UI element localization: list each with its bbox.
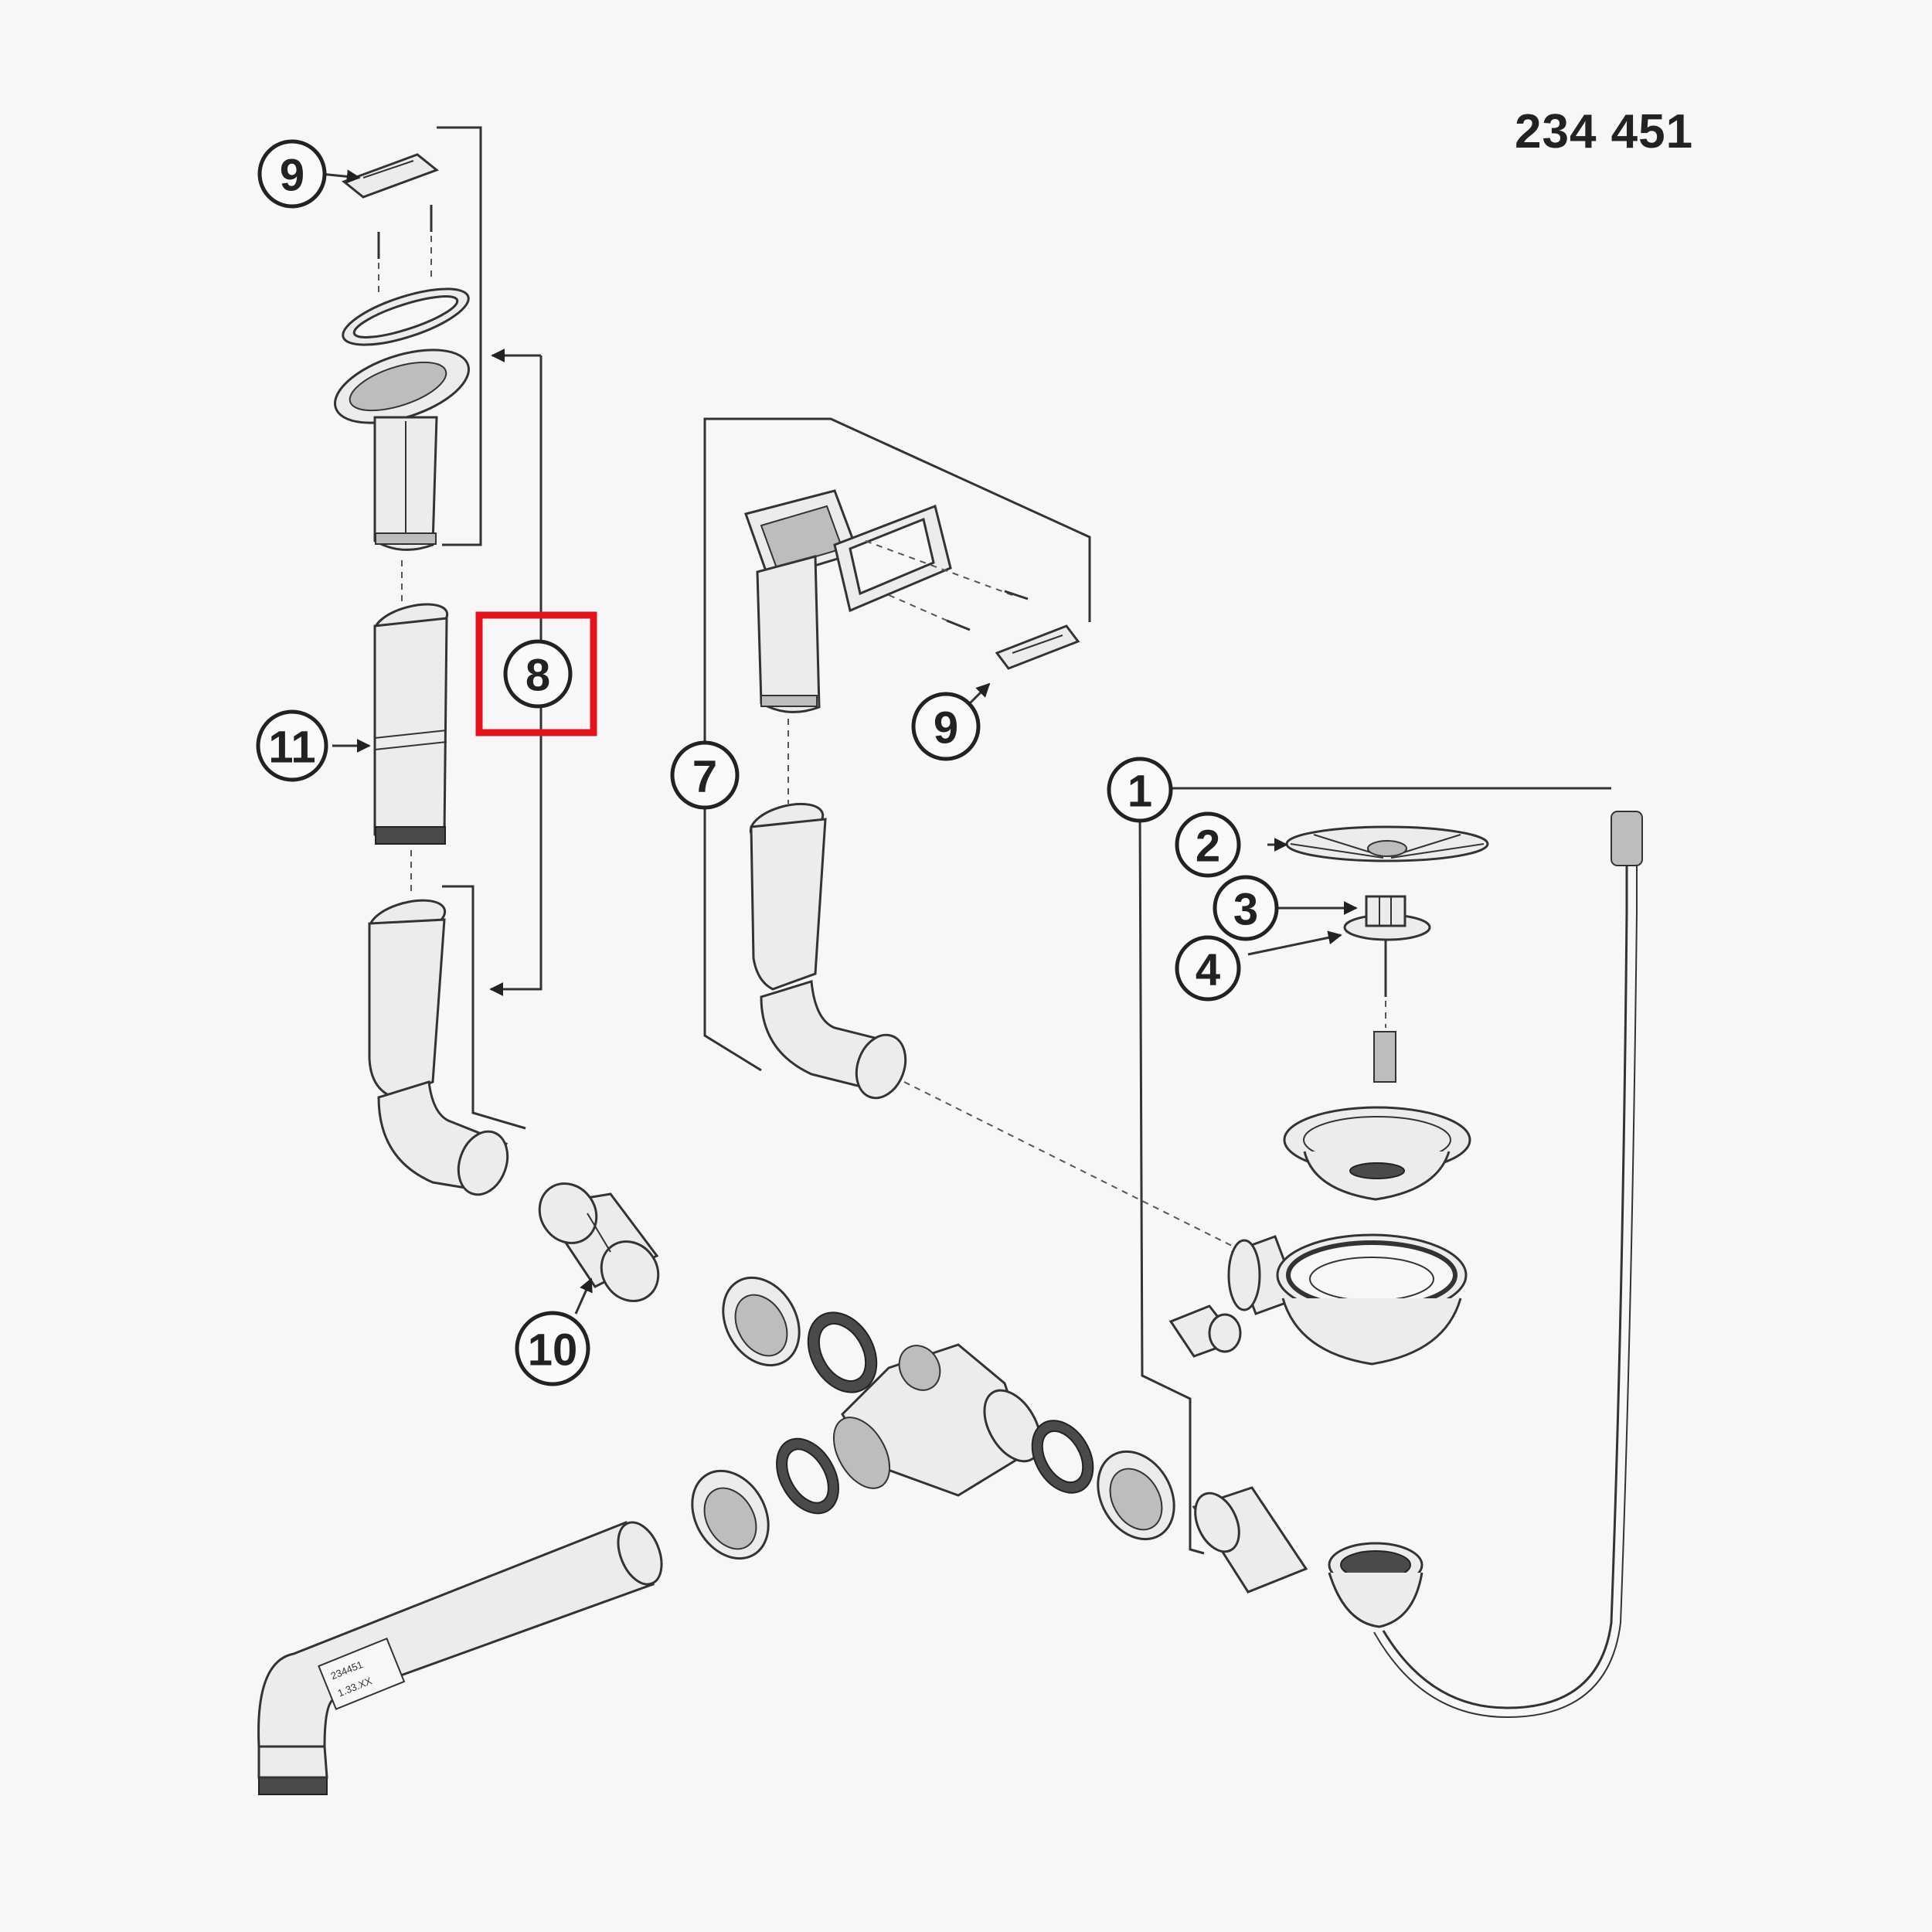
callout-9-middle-label: 9 xyxy=(934,703,958,753)
left-overflow-assembly xyxy=(334,126,543,1196)
ring-right xyxy=(1031,1420,1094,1494)
overflow-head-middle xyxy=(744,489,859,713)
callout-3[interactable]: 3 xyxy=(1213,875,1279,941)
bracket-1-side xyxy=(1138,811,1205,1555)
ring-lower-left xyxy=(776,1437,839,1515)
strainer-basket xyxy=(1283,1106,1471,1201)
pipe-coupler xyxy=(538,1182,660,1315)
small-plug xyxy=(1168,1304,1242,1358)
nut-lower-left xyxy=(691,1469,770,1560)
ring-upper-left xyxy=(807,1311,878,1393)
callout-3-label: 3 xyxy=(1233,885,1258,935)
tee-fittings xyxy=(691,1276,1175,1560)
callout-9-top[interactable]: 9 xyxy=(257,139,327,209)
callout-11[interactable]: 11 xyxy=(256,709,328,782)
nut-washer xyxy=(1343,895,1431,997)
callout-4-label: 4 xyxy=(1196,945,1220,995)
callout-4[interactable]: 4 xyxy=(1175,935,1241,1002)
strainer-assembly xyxy=(1138,787,1643,1719)
callout-10[interactable]: 10 xyxy=(515,1311,590,1386)
bowl-outlet xyxy=(1192,1486,1423,1628)
tee-body xyxy=(832,1343,1042,1497)
overflow-head-top xyxy=(334,349,470,551)
spring xyxy=(1373,1031,1396,1083)
screws-top xyxy=(377,205,433,294)
callout-10-label: 10 xyxy=(528,1325,578,1376)
overflow-elbow-middle xyxy=(749,802,907,1100)
callout-7[interactable]: 7 xyxy=(670,740,740,810)
callout-leaders xyxy=(320,169,1171,790)
callout-2[interactable]: 2 xyxy=(1175,811,1241,878)
label-plate-middle xyxy=(995,624,1080,670)
callout-9-middle[interactable]: 9 xyxy=(911,692,981,761)
label-plate-top xyxy=(341,153,440,199)
drain-pipe: 234451 1.33.XX xyxy=(257,1521,663,1795)
part-number: 234 451 xyxy=(1515,105,1694,158)
callout-1-label: 1 xyxy=(1128,767,1152,817)
plug-cover xyxy=(1285,825,1489,862)
callout-9-top-label: 9 xyxy=(280,151,304,201)
gasket-middle xyxy=(833,504,952,613)
callout-7-label: 7 xyxy=(692,752,717,802)
connector-8 xyxy=(489,349,543,996)
sink-outlet xyxy=(1227,1233,1468,1366)
callout-8[interactable]: 8 xyxy=(503,639,573,709)
overflow-elbow-left xyxy=(368,885,526,1196)
callout-1[interactable]: 1 xyxy=(1107,757,1173,823)
callout-11-label: 11 xyxy=(268,723,315,773)
nut-right xyxy=(1097,1450,1175,1541)
pipe-label: 234451 1.33.XX xyxy=(318,1638,406,1710)
callout-2-label: 2 xyxy=(1196,821,1220,872)
extension-piece xyxy=(373,603,449,845)
callout-8-label: 8 xyxy=(526,651,550,701)
bracket-middle xyxy=(703,417,1091,1072)
remote-cable xyxy=(1373,811,1643,1719)
bracket-top xyxy=(437,126,482,546)
middle-overflow-assembly xyxy=(703,417,1245,1253)
nut-upper-left xyxy=(722,1276,801,1367)
highlight-box xyxy=(475,611,597,736)
